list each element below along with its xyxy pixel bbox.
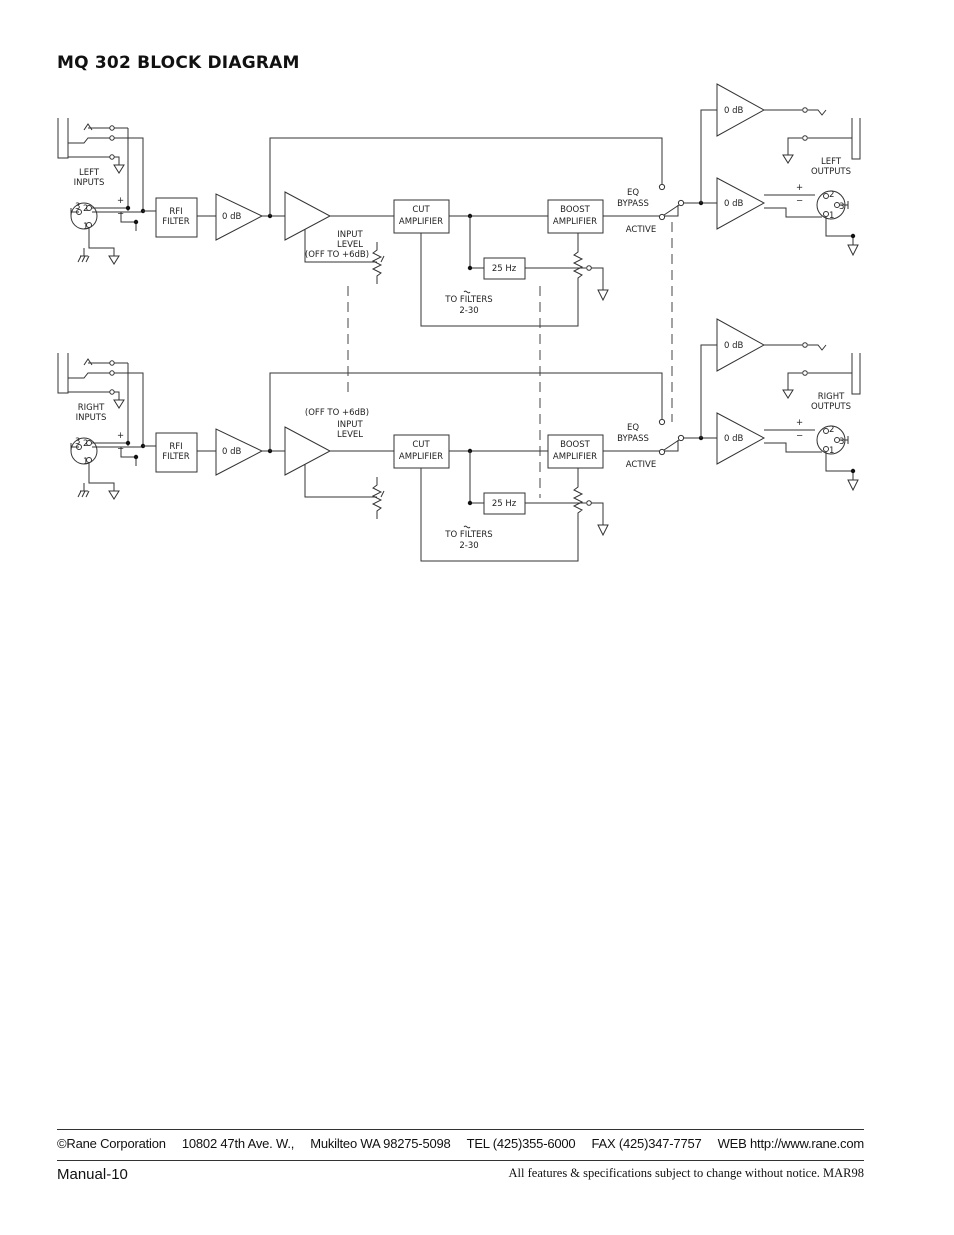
left-plus: + (117, 196, 124, 206)
left-outputs-label-2: OUTPUTS (811, 167, 851, 177)
footer-tel: TEL (425)355-6000 (466, 1136, 576, 1151)
footer-city: Mukilteo WA 98275-5098 (310, 1136, 451, 1151)
right-out-minus: − (796, 431, 803, 441)
left-out-pin2: 2 (829, 190, 834, 200)
right-inputs-label-2: INPUTS (76, 413, 107, 423)
left-minus: − (117, 209, 124, 219)
left-rfi-label-1: RFI (169, 207, 182, 217)
left-level-label-2: LEVEL (337, 240, 363, 250)
right-boost-label-1: BOOST (560, 440, 590, 450)
left-cut-label-1: CUT (412, 205, 430, 215)
right-out-pin2: 2 (829, 425, 834, 435)
right-bypass-label: BYPASS (617, 434, 649, 444)
left-25hz: 25 Hz (492, 264, 517, 274)
right-cut-label-2: AMPLIFIER (399, 452, 443, 462)
right-outputs-label-1: RIGHT (818, 392, 845, 402)
left-output-gain-top: 0 dB (724, 106, 744, 116)
footer-address: 10802 47th Ave. W., (181, 1136, 295, 1151)
left-output-gain-bottom: 0 dB (724, 199, 744, 209)
left-active-label: ACTIVE (626, 225, 657, 235)
right-out-pin1: 1 (829, 446, 834, 456)
left-to-filters-2: 2-30 (459, 306, 478, 316)
left-boost-label-2: AMPLIFIER (553, 217, 597, 227)
right-buffer-gain: 0 dB (222, 447, 242, 457)
left-out-pin3: 3 (839, 202, 844, 212)
right-to-filters-2: 2-30 (459, 541, 478, 551)
right-rfi-label-2: FILTER (162, 452, 190, 462)
right-boost-label-2: AMPLIFIER (553, 452, 597, 462)
footer-web[interactable]: WEB http://www.rane.com (717, 1136, 865, 1151)
right-rfi-label-1: RFI (169, 442, 182, 452)
left-buffer-gain: 0 dB (222, 212, 242, 222)
left-pin2: 2 (83, 204, 88, 214)
right-inputs-label-1: RIGHT (78, 403, 105, 413)
right-pin1: 1 (83, 457, 88, 467)
page-title: MQ 302 BLOCK DIAGRAM (57, 53, 300, 73)
footer-rule-top (57, 1129, 864, 1130)
right-eq-label: EQ (627, 423, 639, 433)
right-out-pin3: 3 (839, 437, 844, 447)
footer-manual-page: Manual-10 (57, 1166, 128, 1183)
left-level-label-3: (OFF TO +6dB) (305, 250, 369, 260)
left-eq-label: EQ (627, 188, 639, 198)
left-bypass-label: BYPASS (617, 199, 649, 209)
right-minus: − (117, 444, 124, 454)
footer-fax: FAX (425)347-7757 (591, 1136, 702, 1151)
right-level-label-2: INPUT (337, 420, 363, 430)
footer-rule-bottom (57, 1160, 864, 1161)
left-out-pin1: 1 (829, 211, 834, 221)
right-outputs-label-2: OUTPUTS (811, 402, 851, 412)
block-diagram: LEFT INPUTS + − 3 2 1 RFI FILTER 0 dB IN… (57, 83, 861, 562)
left-to-filters-1: TO FILTERS (444, 295, 492, 305)
footer-copyright: ©Rane Corporation (57, 1136, 166, 1151)
right-active-label: ACTIVE (626, 460, 657, 470)
left-boost-label-1: BOOST (560, 205, 590, 215)
left-out-plus: + (796, 183, 803, 193)
right-pin3: 3 (75, 437, 80, 447)
right-output-gain-top: 0 dB (724, 341, 744, 351)
left-level-label-1: INPUT (337, 230, 363, 240)
left-out-minus: − (796, 196, 803, 206)
left-pin1: 1 (83, 222, 88, 232)
right-25hz: 25 Hz (492, 499, 517, 509)
footer-contact: ©Rane Corporation 10802 47th Ave. W., Mu… (57, 1136, 864, 1151)
right-level-label-1: (OFF TO +6dB) (305, 408, 369, 418)
left-rfi-label-2: FILTER (162, 217, 190, 227)
right-output-gain-bottom: 0 dB (724, 434, 744, 444)
left-inputs-label-1: LEFT (79, 168, 100, 178)
left-outputs-label-1: LEFT (821, 157, 842, 167)
footer-notice: All features & specifications subject to… (508, 1166, 864, 1180)
right-pin2: 2 (83, 439, 88, 449)
right-plus: + (117, 431, 124, 441)
right-cut-label-1: CUT (412, 440, 430, 450)
left-pin3: 3 (75, 202, 80, 212)
right-out-plus: + (796, 418, 803, 428)
right-level-label-3: LEVEL (337, 430, 363, 440)
right-to-filters-1: TO FILTERS (444, 530, 492, 540)
right-labels: RIGHT INPUTS + − 3 2 1 RFI FILTER 0 dB (… (75, 341, 851, 551)
left-cut-label-2: AMPLIFIER (399, 217, 443, 227)
left-labels: LEFT INPUTS + − 3 2 1 RFI FILTER 0 dB IN… (74, 106, 851, 316)
left-inputs-label-2: INPUTS (74, 178, 105, 188)
